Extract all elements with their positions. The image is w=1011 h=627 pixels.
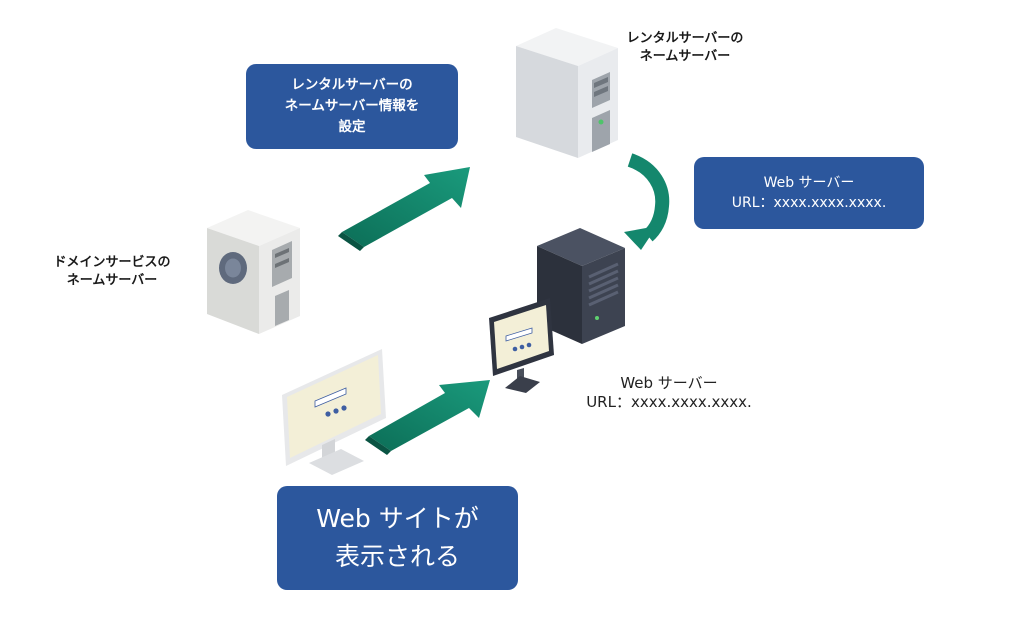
ns-setting-line-2: ネームサーバー情報を — [284, 98, 420, 114]
ns-setting-box: レンタルサーバーの ネームサーバー情報を 設定 — [246, 64, 458, 149]
web-server-monitor-icon — [489, 298, 554, 393]
web-server-url: URL：xxxx.xxxx.xxxx. — [731, 195, 887, 211]
rental-nameserver-label: レンタルサーバーの ネームサーバー — [607, 30, 763, 66]
rental-ns-line-1: レンタルサーバーの — [626, 31, 744, 46]
site-displayed-line-1: Web サイトが — [316, 504, 479, 533]
rental-ns-line-2: ネームサーバー — [639, 49, 731, 64]
site-displayed-box: Web サイトが 表示される — [277, 486, 518, 590]
curved-arrow-icon — [624, 153, 670, 250]
ns-setting-line-1: レンタルサーバーの — [291, 77, 413, 93]
user-monitor-icon — [282, 349, 386, 475]
web-server-title: Web サーバー — [763, 175, 855, 191]
site-displayed-line-2: 表示される — [334, 542, 460, 571]
ns-setting-line-3: 設定 — [338, 119, 366, 135]
web-server-info-box: Web サーバー URL：xxxx.xxxx.xxxx. — [694, 157, 924, 229]
rental-nameserver-icon — [516, 28, 618, 158]
green-arrow-icon-2 — [365, 380, 490, 455]
web-server-label-url: URL：xxxx.xxxx.xxxx. — [586, 393, 752, 411]
green-arrow-icon — [338, 167, 470, 251]
domain-ns-line-1: ドメインサービスの — [53, 255, 171, 270]
domain-nameserver-label: ドメインサービスの ネームサーバー — [27, 254, 197, 290]
web-server-label-title: Web サーバー — [620, 374, 718, 392]
web-server-label: Web サーバー URL：xxxx.xxxx.xxxx. — [574, 374, 764, 412]
domain-ns-line-2: ネームサーバー — [66, 273, 158, 288]
domain-nameserver-icon — [207, 210, 300, 334]
